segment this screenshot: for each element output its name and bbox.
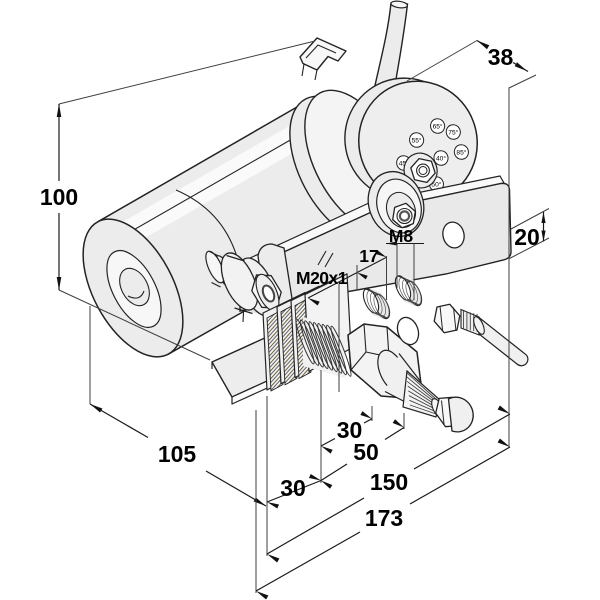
svg-text:40°: 40°: [436, 154, 446, 162]
svg-text:65°: 65°: [433, 122, 443, 130]
svg-text:85°: 85°: [456, 148, 466, 156]
svg-text:17: 17: [359, 246, 378, 266]
svg-text:M8: M8: [389, 226, 414, 246]
svg-text:38: 38: [488, 44, 514, 70]
svg-text:100: 100: [40, 184, 78, 210]
svg-text:173: 173: [365, 505, 403, 531]
svg-text:105: 105: [158, 441, 197, 467]
svg-text:150: 150: [370, 469, 408, 495]
svg-text:50: 50: [353, 439, 379, 465]
svg-text:30: 30: [337, 417, 363, 443]
svg-text:30: 30: [280, 475, 306, 501]
svg-text:50°: 50°: [431, 180, 441, 188]
svg-text:55°: 55°: [412, 136, 422, 144]
svg-text:20: 20: [514, 224, 540, 250]
svg-text:75°: 75°: [448, 128, 458, 136]
svg-text:M20x1: M20x1: [296, 268, 348, 288]
svg-text:45°: 45°: [399, 159, 409, 167]
